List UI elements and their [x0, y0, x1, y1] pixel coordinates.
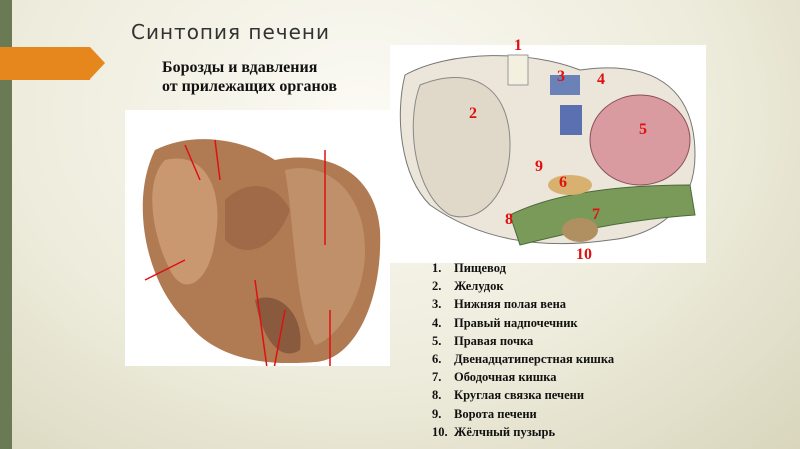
- marker-1: 1: [514, 37, 522, 54]
- marker-7: 7: [592, 206, 600, 223]
- marker-9: 9: [535, 158, 543, 175]
- legend-item: 7.Ободочная кишка: [432, 370, 557, 385]
- marker-3: 3: [557, 68, 565, 85]
- slide-title: Синтопия печени: [131, 20, 330, 44]
- subtitle-line-1: Борозды и вдавления: [162, 59, 318, 76]
- legend-item: 3.Нижняя полая вена: [432, 297, 567, 312]
- marker-2: 2: [469, 105, 477, 122]
- sidebar-stripe: [0, 0, 12, 449]
- legend-item: 10.Жёлчный пузырь: [432, 424, 556, 439]
- marker-4: 4: [597, 71, 605, 88]
- marker-8: 8: [505, 211, 513, 228]
- legend-item: 4.Правый надпочечник: [432, 315, 578, 330]
- marker-10: 10: [576, 246, 592, 263]
- liver-visceral-surface-illustration: [125, 110, 390, 391]
- marker-5: 5: [639, 121, 647, 138]
- organ-legend: 1.Пищевод 2.Желудок 3.Нижняя полая вена …: [432, 259, 614, 441]
- accent-arrow-shape: [0, 47, 105, 80]
- marker-6: 6: [559, 174, 567, 191]
- liver-syntopy-diagram: [390, 45, 706, 263]
- subtitle-line-2: от прилежащих органов: [162, 78, 338, 95]
- legend-item: 9.Ворота печени: [432, 406, 537, 421]
- legend-item: 2.Желудок: [432, 279, 504, 294]
- legend-item: 6.Двенадцатиперстная кишка: [432, 352, 615, 367]
- legend-item: 1.Пищевод: [432, 261, 506, 275]
- slide-subtitle: Борозды и вдавления от прилежащих органо…: [162, 58, 337, 96]
- legend-item: 8.Круглая связка печени: [432, 388, 585, 403]
- legend-item: 5.Правая почка: [432, 333, 534, 348]
